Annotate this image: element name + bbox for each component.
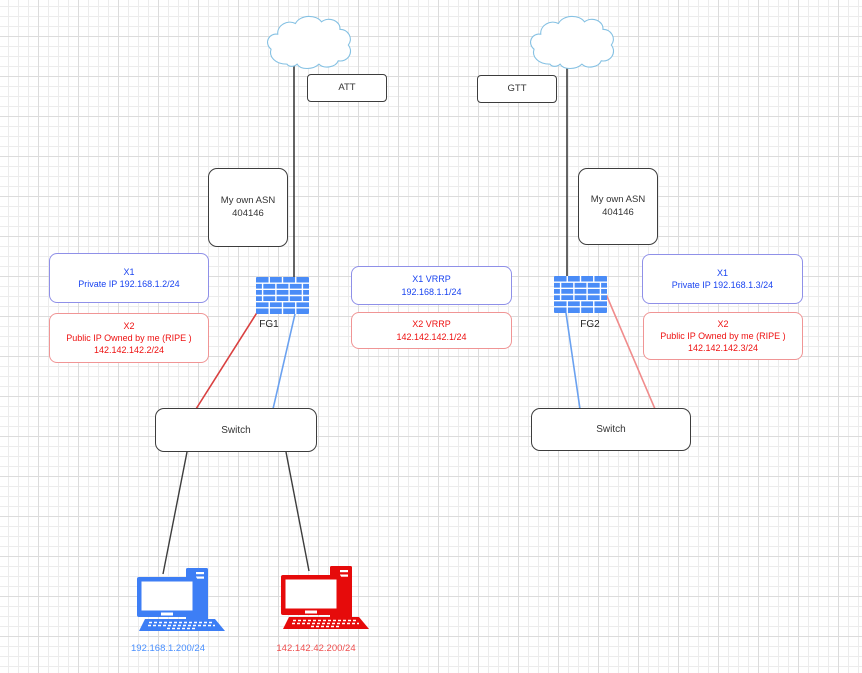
annotation-mid-x2-vrrp[interactable]: X2 VRRP 142.142.142.1/24 [351,312,512,349]
node-gtt[interactable]: GTT [477,75,557,103]
annotation-mid-x1-vrrp[interactable]: X1 VRRP 192.168.1.1/24 [351,266,512,305]
mid-x1-line1: X1 VRRP [412,274,451,285]
connector-switch-pc-left[interactable] [162,451,188,575]
asn-right-line1: My own ASN [590,194,646,206]
node-asn-left[interactable]: My own ASN 404146 [208,168,288,247]
fg1-label-text: FG1 [259,319,279,330]
annotation-left-x2[interactable]: X2 Public IP Owned by me (RIPE ) 142.142… [49,313,209,363]
internet-cloud-icon[interactable] [530,15,615,70]
right-x1-line1: X1 [716,267,728,278]
pc-right-ip-caption[interactable]: 142.142.42.200/24 [266,643,366,654]
computer-icon[interactable] [281,566,369,629]
node-gtt-label: GTT [507,82,527,94]
right-x2-line2: Public IP Owned by me (RIPE ) [660,330,786,341]
connector-fg1-switch-blue[interactable] [272,313,296,410]
connector-fg2-switch-blue[interactable] [565,312,581,410]
fg1-label[interactable]: FG1 [245,319,293,330]
node-att-label: ATT [338,81,356,93]
firewall-icon[interactable] [554,276,607,313]
pc-left-ip-caption[interactable]: 192.168.1.200/24 [118,643,218,654]
right-x2-line3: 142.142.142.3/24 [687,343,759,354]
left-x1-line2: Private IP 192.168.1.2/24 [78,279,180,289]
pc-right-ip-text: 142.142.42.200/24 [276,643,356,654]
internet-cloud-icon[interactable] [267,15,352,70]
left-x2-line1: X2 [123,320,135,331]
fg2-label-text: FG2 [580,319,600,330]
left-x2-line3: 142.142.142.2/24 [93,345,165,356]
asn-left-line1: My own ASN [220,195,276,207]
switch-left-label: Switch [221,424,251,436]
fg2-label[interactable]: FG2 [566,319,614,330]
annotation-right-x2[interactable]: X2 Public IP Owned by me (RIPE ) 142.142… [643,312,803,360]
mid-x2-line1: X2 VRRP [412,319,451,330]
connector-fg2-switch-red[interactable] [605,293,656,410]
asn-left-line2: 404146 [232,207,264,219]
switch-right-label: Switch [596,424,626,435]
asn-right-line2: 404146 [602,206,634,218]
mid-x1-line2: 192.168.1.1/24 [401,286,462,297]
left-x1-line1: X1 [123,266,135,277]
right-x1-line2: Private IP 192.168.1.3/24 [671,280,774,290]
connector-switch-pc-right[interactable] [285,451,310,572]
annotation-left-x1[interactable]: X1 Private IP 192.168.1.2/24 [49,253,209,303]
node-switch-right[interactable]: Switch [531,408,691,451]
node-asn-right[interactable]: My own ASN 404146 [578,168,658,245]
node-att[interactable]: ATT [307,74,387,102]
firewall-icon[interactable] [256,277,309,314]
left-x2-line2: Public IP Owned by me (RIPE ) [66,332,192,343]
computer-icon[interactable] [137,568,225,631]
mid-x2-line2: 142.142.142.1/24 [396,331,467,342]
pc-left-ip-text: 192.168.1.200/24 [131,643,205,654]
connector-fg1-switch-red[interactable] [195,310,259,410]
right-x2-line1: X2 [717,318,729,329]
node-switch-left[interactable]: Switch [155,408,317,452]
annotation-right-x1[interactable]: X1 Private IP 192.168.1.3/24 [642,254,803,304]
